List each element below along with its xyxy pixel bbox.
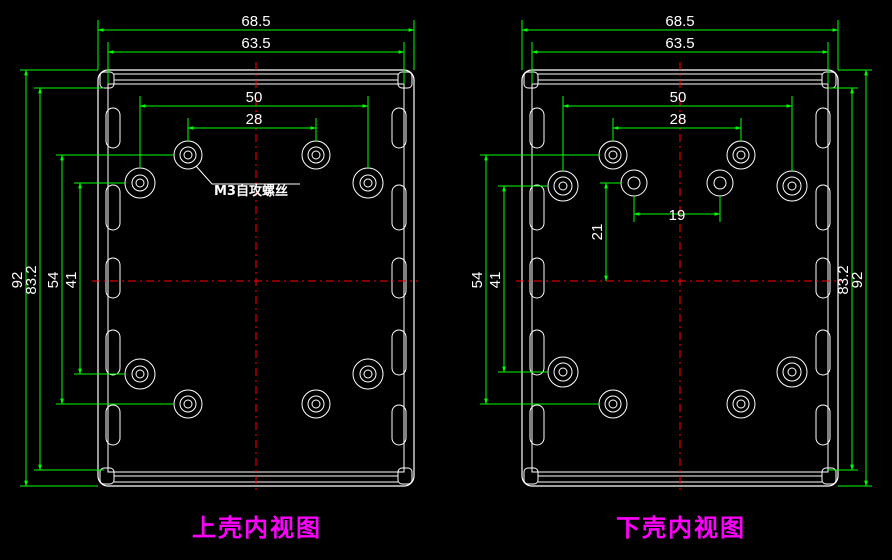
screw-boss: [352, 167, 384, 199]
screw-boss: [776, 356, 808, 388]
upper-horizontal-dims: [97, 20, 415, 168]
screw-boss: [173, 140, 203, 170]
lower-dim-hole-span-inner: 28: [670, 111, 687, 128]
lower-dim-outer-width: 68.5: [665, 13, 694, 30]
lower-horizontal-dims: [521, 20, 839, 282]
lower-shell-view: 68.5 63.5 50 28 19 21 54 41 83.2 92: [469, 13, 872, 492]
lower-dim-hole-height-outer: 54: [469, 272, 486, 289]
lower-shell-title: 下壳内视图: [616, 514, 746, 542]
upper-screw-bosses: [124, 140, 384, 419]
upper-dim-outer-height: 92: [9, 272, 26, 289]
screw-boss: [726, 140, 756, 170]
lower-dim-inner-height: 83.2: [835, 265, 852, 294]
upper-dim-inner-height: 83.2: [23, 265, 40, 294]
screw-boss: [352, 358, 384, 390]
lower-dim-post-offset: 21: [589, 224, 606, 241]
upper-vertical-dims: [20, 69, 174, 487]
upper-dim-hole-span-inner: 28: [246, 111, 263, 128]
upper-dim-outer-width: 68.5: [241, 13, 270, 30]
screw-boss: [173, 389, 203, 419]
screw-boss: [598, 389, 628, 419]
upper-dim-inner-width: 63.5: [241, 35, 270, 52]
upper-right-ribs: [391, 107, 407, 446]
lower-dim-inner-width: 63.5: [665, 35, 694, 52]
screw-boss: [124, 167, 156, 199]
upper-shell-title: 上壳内视图: [192, 514, 322, 542]
support-post: [706, 169, 734, 197]
screw-boss: [726, 389, 756, 419]
screw-boss: [301, 140, 331, 170]
screw-boss: [301, 389, 331, 419]
screw-boss: [547, 170, 579, 202]
screw-boss: [124, 358, 156, 390]
upper-dim-hole-height-outer: 54: [45, 272, 62, 289]
lower-dim-post-spacing: 19: [669, 207, 686, 224]
screw-boss: [776, 170, 808, 202]
lower-dim-hole-height-inner: 41: [487, 272, 504, 289]
lower-dim-outer-height: 92: [849, 272, 866, 289]
lower-dim-hole-span-outer: 50: [670, 89, 687, 106]
lower-right-ribs: [815, 107, 831, 446]
lower-screw-bosses: [547, 140, 808, 419]
screw-annotation-leader: [195, 165, 300, 185]
lower-vertical-dims: [480, 69, 872, 487]
support-post: [620, 169, 648, 197]
upper-shell-view: 68.5 63.5 50 28 92 83.2 54 41 M3自攻螺丝: [9, 13, 418, 492]
screw-boss: [547, 356, 579, 388]
screw-annotation: M3自攻螺丝: [214, 183, 288, 199]
lower-left-ribs: [529, 107, 545, 446]
upper-dim-hole-height-inner: 41: [63, 272, 80, 289]
upper-dim-hole-span-outer: 50: [246, 89, 263, 106]
screw-boss: [598, 140, 628, 170]
upper-left-ribs: [105, 107, 121, 446]
